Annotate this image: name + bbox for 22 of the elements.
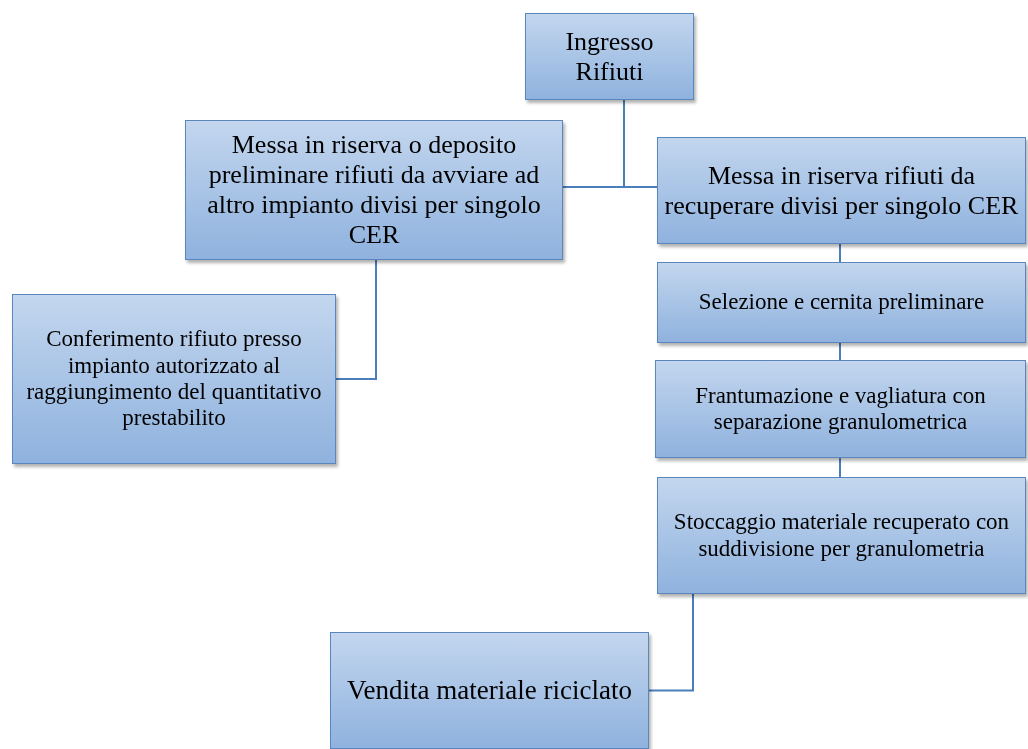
- connector-line: [839, 342, 841, 361]
- process-box: [185, 120, 563, 260]
- box-text: Messa in riserva rifiuti da recuperare divisi per singolo CER: [663, 160, 1020, 221]
- process-box: [12, 294, 336, 464]
- connector-line: [839, 243, 841, 263]
- connector-line: [839, 457, 841, 478]
- box-text: Stoccaggio materiale recuperato con suddivisione per granulometria: [672, 509, 1011, 562]
- connector-line: [623, 99, 658, 188]
- box-text: Conferimento rifiuto presso impianto autorizzato al raggiungimento del quantitativo prestabilito: [25, 326, 323, 432]
- box-text: Selezione e cernita preliminare: [698, 289, 985, 316]
- connector-line: [648, 593, 694, 692]
- process-box: [657, 477, 1026, 594]
- box-text: Ingresso Rifiuti: [564, 26, 655, 87]
- connector-line: [335, 259, 377, 380]
- box-text: Frantumazione e vagliatura con separazione granulometrica: [694, 382, 987, 436]
- process-box: [330, 632, 649, 749]
- process-box: [525, 13, 694, 100]
- process-box: [655, 360, 1026, 458]
- process-box: [657, 137, 1026, 244]
- box-text: Messa in riserva o deposito preliminare rifiuti da avviare ad altro impianto divisi per singolo CER: [206, 130, 542, 250]
- process-box: [657, 262, 1026, 343]
- box-text: Vendita materiale riciclato: [347, 674, 632, 706]
